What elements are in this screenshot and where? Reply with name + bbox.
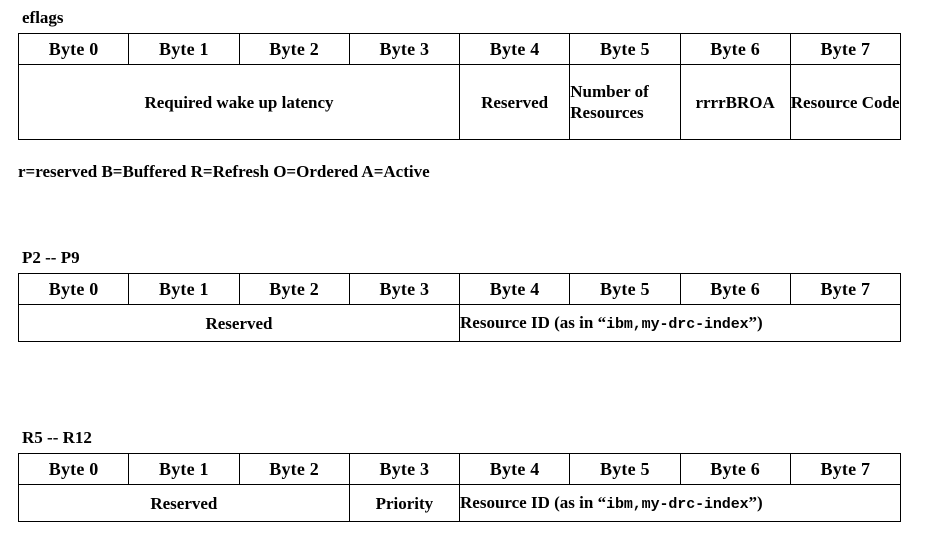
field-reserved: Reserved — [18, 304, 460, 342]
field-reserved: Reserved — [18, 484, 350, 522]
column-header-byte-0: Byte 0 — [17, 273, 130, 305]
resource-id-prefix: Resource ID (as in “ — [460, 492, 607, 512]
section-label-eflags: eflags — [22, 8, 64, 27]
column-header-byte-2: Byte 2 — [238, 33, 350, 65]
column-header-byte-0: Byte 0 — [17, 33, 130, 65]
table-header-row: Byte 0 Byte 1 Byte 2 Byte 3 Byte 4 Byte … — [17, 453, 902, 485]
resource-id-prefix: Resource ID (as in “ — [460, 312, 607, 332]
table-body: Reserved Priority Resource ID (as in “ib… — [18, 484, 901, 522]
column-header-byte-1: Byte 1 — [128, 33, 240, 65]
flag-legend-text: r=reserved B=Buffered R=Refresh O=Ordere… — [18, 162, 430, 181]
field-priority: Priority — [348, 484, 461, 522]
resource-id-property-name: ibm,my-drc-index — [606, 315, 749, 333]
byte-layout-table-p2-p9: Byte 0 Byte 1 Byte 2 Byte 3 Byte 4 Byte … — [17, 273, 902, 342]
column-header-byte-7: Byte 7 — [789, 33, 902, 65]
column-header-byte-6: Byte 6 — [679, 33, 791, 65]
table-row: Required wake up latency Reserved Number… — [18, 64, 902, 140]
field-reserved: Reserved — [458, 64, 571, 140]
column-header-byte-7: Byte 7 — [789, 273, 902, 305]
table-body: Required wake up latency Reserved Number… — [18, 64, 902, 140]
table-header-row: Byte 0 Byte 1 Byte 2 Byte 3 Byte 4 Byte … — [17, 33, 902, 65]
section-label-p2-p9: P2 -- P9 — [22, 248, 80, 267]
column-header-byte-6: Byte 6 — [679, 273, 791, 305]
field-flag-bits-rrrrbroa: rrrrBROA — [679, 64, 791, 140]
column-header-byte-5: Byte 5 — [569, 453, 681, 485]
table-header-row-group: Byte 0 Byte 1 Byte 2 Byte 3 Byte 4 Byte … — [17, 273, 902, 305]
table-row: Reserved Resource ID (as in “ibm,my-drc-… — [18, 304, 901, 342]
field-required-wake-up-latency: Required wake up latency — [18, 64, 460, 140]
field-resource-code: Resource Code — [789, 64, 902, 140]
field-number-of-resources: Number of Resources — [569, 64, 681, 140]
field-resource-id: Resource ID (as in “ibm,my-drc-index”) — [459, 484, 901, 522]
resource-id-suffix: ”) — [748, 312, 763, 332]
column-header-byte-4: Byte 4 — [458, 453, 571, 485]
byte-layout-table-eflags: Byte 0 Byte 1 Byte 2 Byte 3 Byte 4 Byte … — [17, 33, 902, 140]
resource-id-property-name: ibm,my-drc-index — [606, 495, 749, 513]
section-p2-p9: P2 -- P9 Byte 0 Byte 1 Byte 2 Byte 3 Byt… — [17, 248, 902, 342]
section-eflags: eflags Byte 0 Byte 1 Byte 2 Byte 3 Byte … — [17, 8, 902, 140]
table-row: Reserved Priority Resource ID (as in “ib… — [18, 484, 901, 522]
column-header-byte-2: Byte 2 — [238, 273, 350, 305]
table-header-row-group: Byte 0 Byte 1 Byte 2 Byte 3 Byte 4 Byte … — [17, 453, 902, 485]
column-header-byte-1: Byte 1 — [128, 453, 240, 485]
column-header-byte-0: Byte 0 — [17, 453, 130, 485]
table-header-row-group: Byte 0 Byte 1 Byte 2 Byte 3 Byte 4 Byte … — [17, 33, 902, 65]
byte-layout-table-r5-r12: Byte 0 Byte 1 Byte 2 Byte 3 Byte 4 Byte … — [17, 453, 902, 522]
table-header-row: Byte 0 Byte 1 Byte 2 Byte 3 Byte 4 Byte … — [17, 273, 902, 305]
resource-id-suffix: ”) — [748, 492, 763, 512]
column-header-byte-5: Byte 5 — [569, 33, 681, 65]
column-header-byte-3: Byte 3 — [348, 33, 461, 65]
section-label-r5-r12: R5 -- R12 — [22, 428, 92, 447]
column-header-byte-1: Byte 1 — [128, 273, 240, 305]
column-header-byte-5: Byte 5 — [569, 273, 681, 305]
column-header-byte-7: Byte 7 — [789, 453, 902, 485]
column-header-byte-6: Byte 6 — [679, 453, 791, 485]
column-header-byte-4: Byte 4 — [458, 273, 571, 305]
section-r5-r12: R5 -- R12 Byte 0 Byte 1 Byte 2 Byte 3 By… — [17, 428, 902, 522]
column-header-byte-2: Byte 2 — [238, 453, 350, 485]
column-header-byte-4: Byte 4 — [458, 33, 571, 65]
table-body: Reserved Resource ID (as in “ibm,my-drc-… — [18, 304, 901, 342]
field-resource-id: Resource ID (as in “ibm,my-drc-index”) — [459, 304, 901, 342]
column-header-byte-3: Byte 3 — [348, 453, 461, 485]
column-header-byte-3: Byte 3 — [348, 273, 461, 305]
